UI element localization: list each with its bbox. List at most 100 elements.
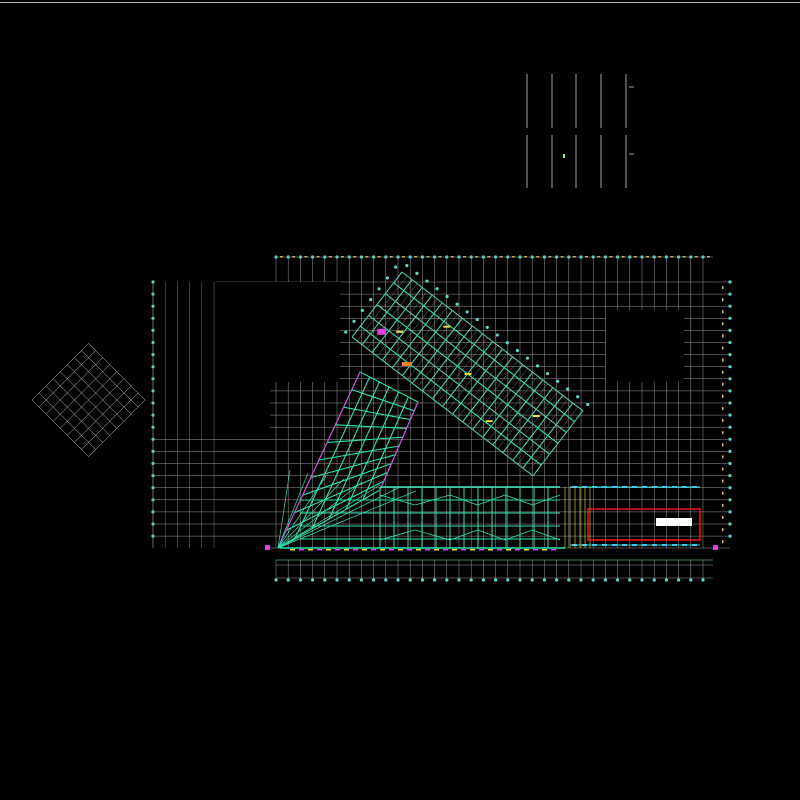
- structural-beam: [74, 385, 132, 443]
- dimension-tick: [722, 419, 724, 423]
- axis-bubble: [377, 287, 381, 291]
- beam-label: [362, 549, 367, 551]
- dimension-tick: [722, 515, 724, 519]
- label-box: [656, 518, 692, 526]
- fan-beam: [277, 469, 291, 549]
- axis-bubble: [415, 271, 419, 275]
- axis-bubble: [495, 333, 499, 337]
- fan-beam: [277, 484, 381, 549]
- beam-label: [326, 549, 331, 551]
- dimension-tick: [722, 503, 724, 507]
- axis-bubble-bottom: [298, 578, 302, 582]
- beam-label: [612, 544, 617, 546]
- beam-label: [425, 549, 430, 551]
- beam-label: [407, 549, 412, 551]
- axis-bubble: [385, 276, 389, 280]
- axis-bubble: [369, 298, 373, 302]
- structural-beam: [366, 283, 418, 349]
- beam-label: [652, 544, 657, 546]
- dimension-tick: [722, 310, 724, 314]
- axis-bubble-bottom: [286, 578, 290, 582]
- beam-label: [470, 549, 475, 551]
- structural-beam: [487, 375, 538, 442]
- beam-label: [642, 486, 647, 488]
- axis-bubble: [425, 279, 429, 283]
- axis-bubble-right: [728, 510, 732, 514]
- brace: [477, 494, 506, 506]
- beam-label: [542, 549, 547, 551]
- beam-label: [497, 549, 502, 551]
- structural-beam: [502, 387, 553, 453]
- axis-bubble-right: [728, 292, 732, 296]
- structural-beam: [447, 345, 498, 411]
- fan-beam: [277, 487, 399, 549]
- beam-label: [652, 486, 657, 488]
- structural-beam: [472, 364, 523, 430]
- structural-beam: [457, 352, 508, 419]
- brace: [449, 529, 478, 541]
- axis-bubble-bottom: [506, 578, 510, 582]
- structural-beam: [328, 386, 390, 520]
- diagonal-wing-lower: [277, 371, 419, 549]
- beam-label: [532, 414, 540, 417]
- brace: [532, 494, 561, 506]
- beam-label: [622, 486, 627, 488]
- brace: [414, 494, 451, 506]
- axis-bubble: [394, 265, 398, 269]
- axis-bubble-right: [728, 534, 732, 538]
- detail-grid-legend: [526, 74, 634, 188]
- axis-bubble-bottom: [408, 578, 412, 582]
- beam-label: [622, 544, 627, 546]
- structural-beam: [377, 291, 428, 357]
- axis-marker: [265, 545, 270, 550]
- beam-label: [662, 544, 667, 546]
- axis-bubble-right: [728, 280, 732, 284]
- diagonal-wing-upper: [344, 264, 590, 477]
- boundary-outline: [587, 508, 701, 541]
- dimension-tick: [722, 394, 724, 398]
- axis-bubble-bottom: [603, 578, 608, 582]
- dimension-tick: [722, 286, 724, 289]
- axis-bubble-bottom: [274, 578, 278, 582]
- dimension-tick: [722, 443, 724, 447]
- axis-bubble-bottom: [445, 578, 449, 582]
- axis-bubble-bottom: [628, 578, 632, 582]
- beam-label: [506, 549, 511, 551]
- structural-beam: [422, 325, 473, 392]
- axis-bubble-right: [728, 304, 732, 308]
- axis-bubble-bottom: [359, 578, 363, 582]
- axis-bubble-bottom: [494, 578, 498, 582]
- axis-bubble-right: [728, 401, 732, 405]
- beam-label: [452, 549, 457, 551]
- structural-beam: [387, 298, 438, 365]
- axis-bubble-bottom: [530, 578, 534, 582]
- axis-bubble-right: [728, 486, 732, 490]
- beam-label: [371, 549, 376, 551]
- axis-bubble-right: [728, 365, 732, 369]
- beam-label: [632, 544, 637, 546]
- structural-beam: [462, 356, 513, 422]
- axis-bubble: [586, 402, 590, 407]
- beam-label: [692, 544, 697, 546]
- axis-bubble-bottom: [579, 578, 583, 582]
- beam-label: [592, 486, 597, 488]
- axis-bubble-bottom: [664, 578, 669, 582]
- beam-label: [672, 544, 677, 546]
- structural-beam: [311, 381, 380, 529]
- axis-bubble: [485, 325, 489, 329]
- dimension-tick: [722, 382, 724, 386]
- axis-bubble-bottom: [591, 578, 595, 582]
- structural-beam: [356, 275, 408, 342]
- beam-label: [612, 486, 617, 488]
- axis-bubble-right: [728, 437, 732, 441]
- void-area: [215, 282, 270, 428]
- axis-bubble-right: [728, 461, 732, 466]
- brace: [504, 494, 533, 506]
- axis-bubble-right: [728, 498, 732, 502]
- axis-bubble-bottom: [457, 578, 461, 582]
- dimension-tick: [722, 334, 724, 338]
- brace: [504, 529, 533, 541]
- dimension-tick: [722, 358, 724, 362]
- axis-bubble-right: [728, 522, 732, 526]
